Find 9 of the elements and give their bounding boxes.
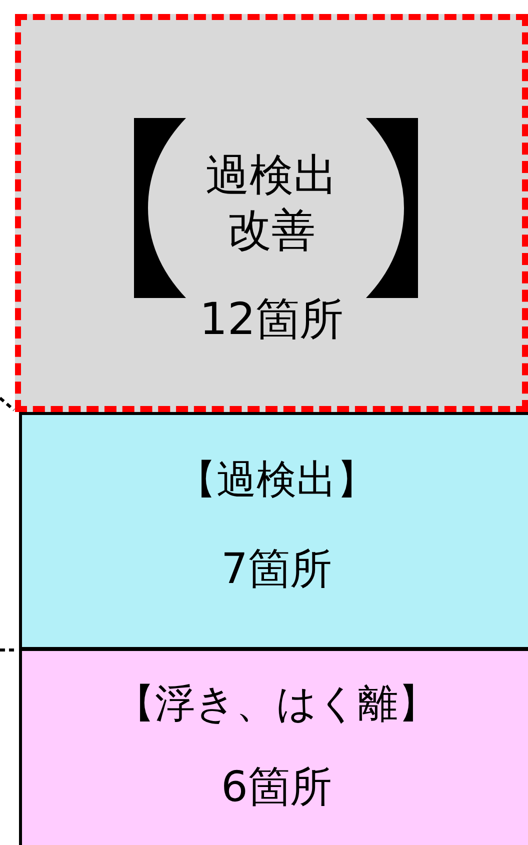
count-text: 6箇所 <box>221 761 332 813</box>
category-box <box>19 412 528 650</box>
heading-text: 【浮き、はく離】 <box>115 680 438 729</box>
summary-box <box>15 14 528 412</box>
count-text: 12箇所 <box>200 293 344 347</box>
category-box <box>19 648 528 845</box>
heading-text: 【過検出】 <box>176 456 376 505</box>
heading-text: 過検出改善 <box>204 149 338 258</box>
count-text: 7箇所 <box>221 543 332 595</box>
